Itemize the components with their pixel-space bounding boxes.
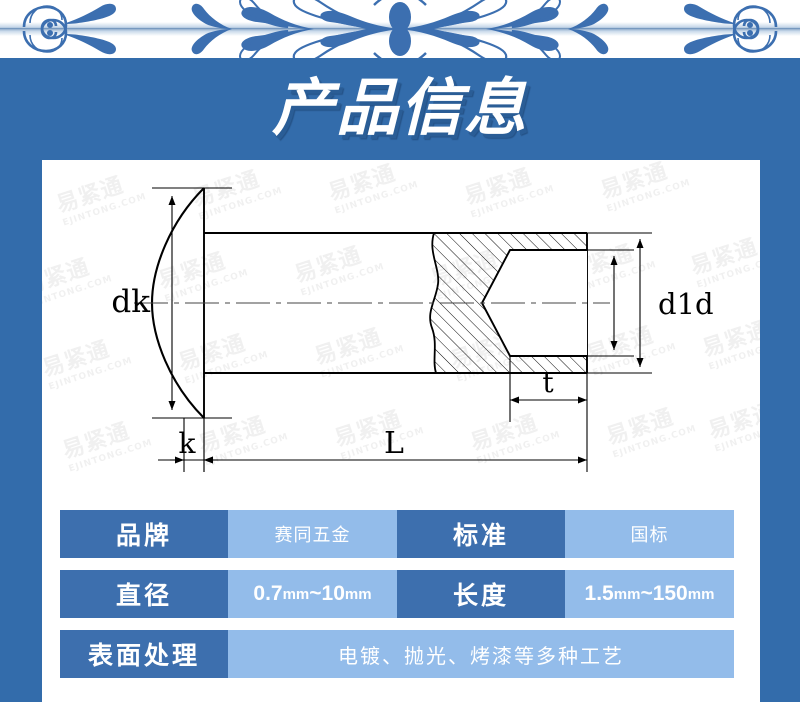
rivet-drawing-svg: dk k d1d — [111, 187, 714, 472]
spec-label-cell: 标准 — [397, 510, 565, 558]
spec-row: 表面处理电镀、抛光、烤漆等多种工艺 — [60, 630, 734, 678]
unit-label: mm — [282, 585, 310, 603]
title-bar: 产品信息 — [0, 58, 800, 160]
dim-label-dk: dk — [111, 284, 150, 320]
unit-label: mm — [687, 585, 715, 603]
spec-label-cell: 品牌 — [60, 510, 228, 558]
spec-value-cell: 电镀、抛光、烤漆等多种工艺 — [228, 630, 734, 678]
spec-row: 品牌赛同五金标准国标 — [60, 510, 734, 558]
rivet-drawing: dk k d1d — [42, 160, 760, 490]
unit-label: mm — [344, 585, 372, 603]
dim-label-k: k — [179, 427, 197, 460]
spec-label-cell: 长度 — [397, 570, 565, 618]
spec-label-cell: 表面处理 — [60, 630, 228, 678]
flourish-ornament-svg — [0, 0, 800, 58]
unit-label: mm — [613, 585, 641, 603]
dim-label-d1d: d1d — [658, 287, 714, 321]
spec-value-cell: 赛同五金 — [228, 510, 397, 558]
dim-label-L: L — [384, 426, 404, 461]
ornament-band — [0, 0, 800, 58]
dim-label-t: t — [542, 366, 554, 399]
page-title: 产品信息 — [271, 71, 528, 144]
spec-value-cell: 国标 — [565, 510, 734, 558]
spec-label-cell: 直径 — [60, 570, 228, 618]
